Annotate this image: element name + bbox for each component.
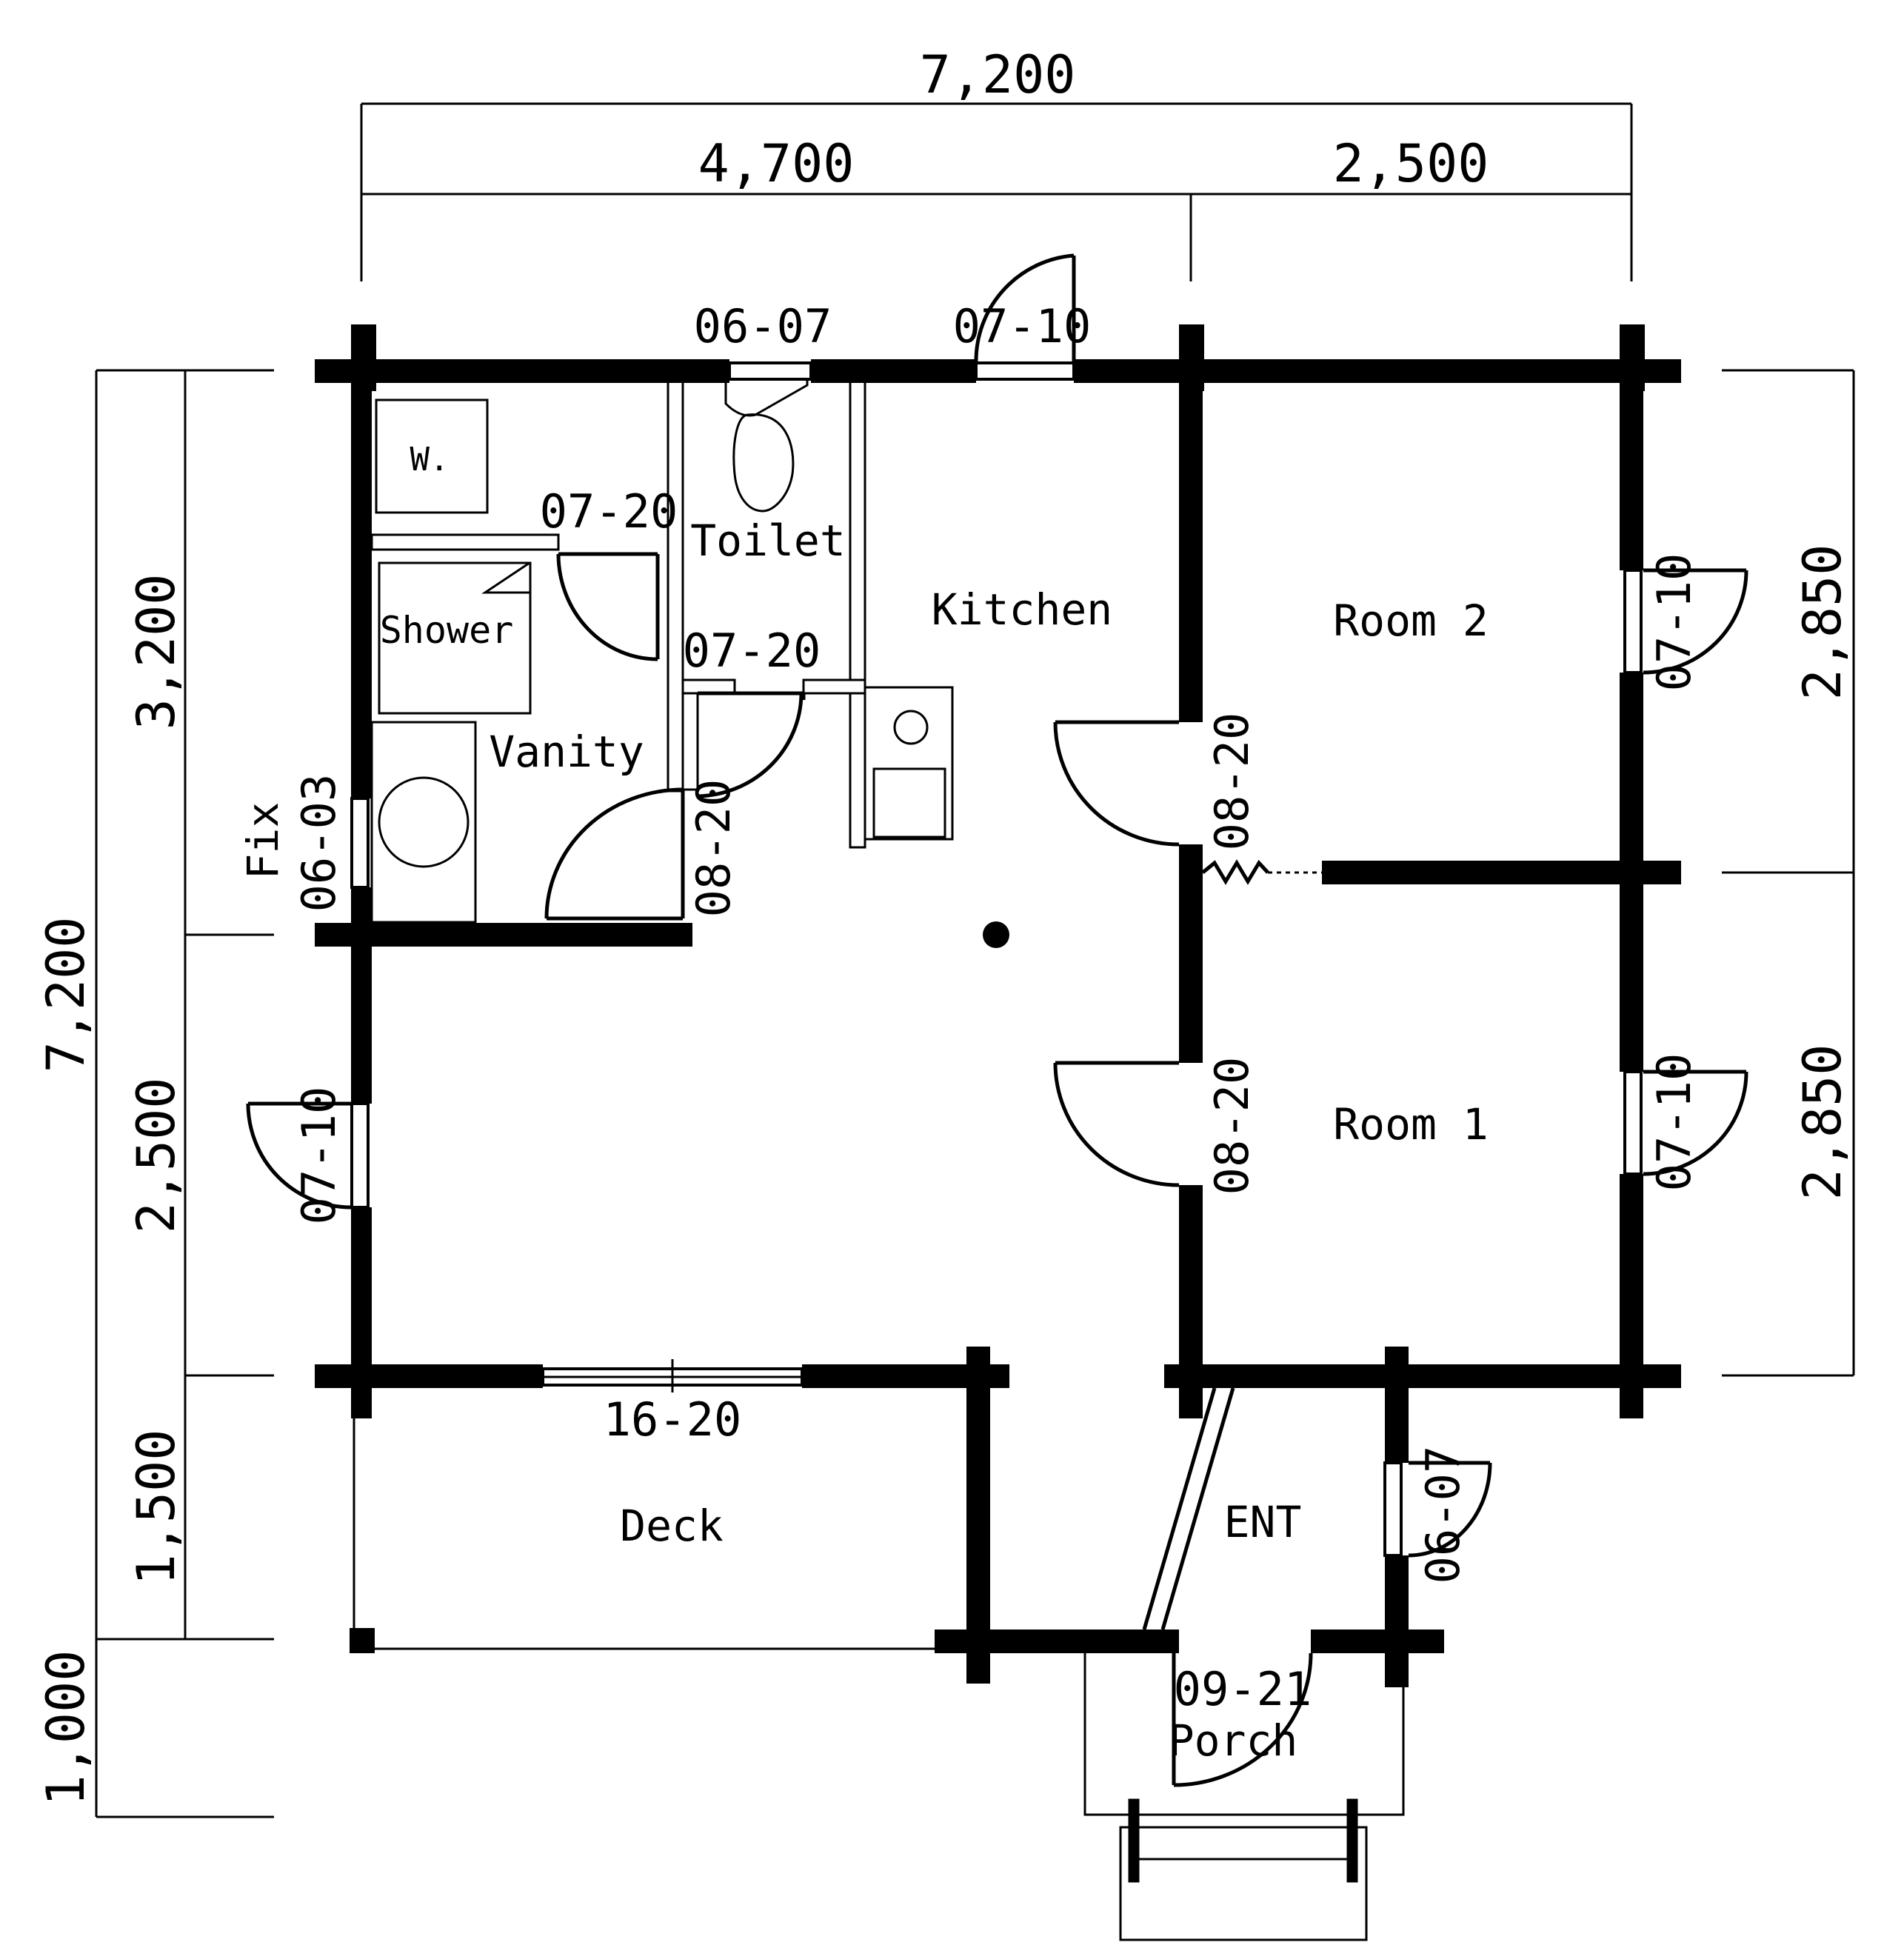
porch-outline bbox=[1083, 1653, 1405, 1941]
dim-left-upper: 3,200 bbox=[126, 574, 187, 730]
room-label-vanity: Vanity bbox=[489, 727, 644, 777]
vanity-unit bbox=[370, 721, 477, 924]
code-front-door: 09-21 bbox=[1174, 1662, 1312, 1716]
dim-left-total: 7,200 bbox=[36, 917, 96, 1073]
code-kitchen-door-top: 07-10 bbox=[953, 299, 1092, 353]
room-label-ent: ENT bbox=[1224, 1497, 1302, 1547]
deck-outline bbox=[353, 1388, 935, 1650]
room-label-room2: Room 2 bbox=[1333, 596, 1489, 646]
code-deck-slider: 16-20 bbox=[604, 1392, 742, 1447]
code-toilet-window: 06-07 bbox=[694, 299, 832, 353]
room-label-porch: Porch bbox=[1169, 1715, 1298, 1766]
code-fix-window: 06-03 bbox=[292, 774, 346, 913]
label-fix: Fix bbox=[238, 802, 288, 880]
door-swings bbox=[246, 253, 1748, 1787]
windows bbox=[350, 361, 1643, 1557]
dim-top-left: 4,700 bbox=[698, 133, 855, 194]
dim-top-right: 2,500 bbox=[1333, 133, 1489, 194]
vanity-sink bbox=[378, 776, 470, 868]
walls bbox=[315, 324, 1681, 1687]
code-room1-door: 08-20 bbox=[1205, 1057, 1259, 1195]
toilet-bowl-icon bbox=[732, 413, 795, 513]
dim-left-lower: 1,500 bbox=[126, 1430, 187, 1586]
code-left-window: 07-10 bbox=[292, 1087, 346, 1225]
code-room2-window: 07-10 bbox=[1647, 553, 1701, 692]
kitchen-sink-unit bbox=[864, 686, 954, 841]
dim-top-total: 7,200 bbox=[920, 44, 1076, 105]
room-divider-curtain bbox=[1201, 859, 1269, 885]
code-toilet-door: 07-20 bbox=[683, 624, 821, 678]
ent-slanted-wall bbox=[1142, 1387, 1217, 1630]
room-label-kitchen: Kitchen bbox=[932, 584, 1112, 635]
dim-right-upper: 2,850 bbox=[1792, 544, 1853, 701]
dim-right-lower: 2,850 bbox=[1792, 1044, 1853, 1201]
dim-left-porch: 1,000 bbox=[36, 1650, 96, 1807]
dimension-lines bbox=[95, 102, 1855, 1818]
code-shower-door: 07-20 bbox=[540, 484, 678, 538]
code-vanity-door: 08-20 bbox=[687, 779, 741, 918]
code-room1-window: 07-10 bbox=[1647, 1053, 1701, 1192]
dim-left-middle: 2,500 bbox=[126, 1078, 187, 1234]
room-label-deck: Deck bbox=[620, 1501, 724, 1551]
code-ent-window: 06-07 bbox=[1416, 1446, 1470, 1584]
room-label-toilet: Toilet bbox=[690, 516, 846, 566]
washer-label: W. bbox=[410, 441, 450, 478]
room-label-room1: Room 1 bbox=[1333, 1099, 1489, 1150]
room-label-shower: Shower bbox=[380, 609, 514, 652]
kitchen-column bbox=[983, 921, 1009, 948]
code-room2-door: 08-20 bbox=[1205, 713, 1259, 851]
shower-tray bbox=[378, 561, 532, 715]
washer-box bbox=[375, 398, 489, 514]
